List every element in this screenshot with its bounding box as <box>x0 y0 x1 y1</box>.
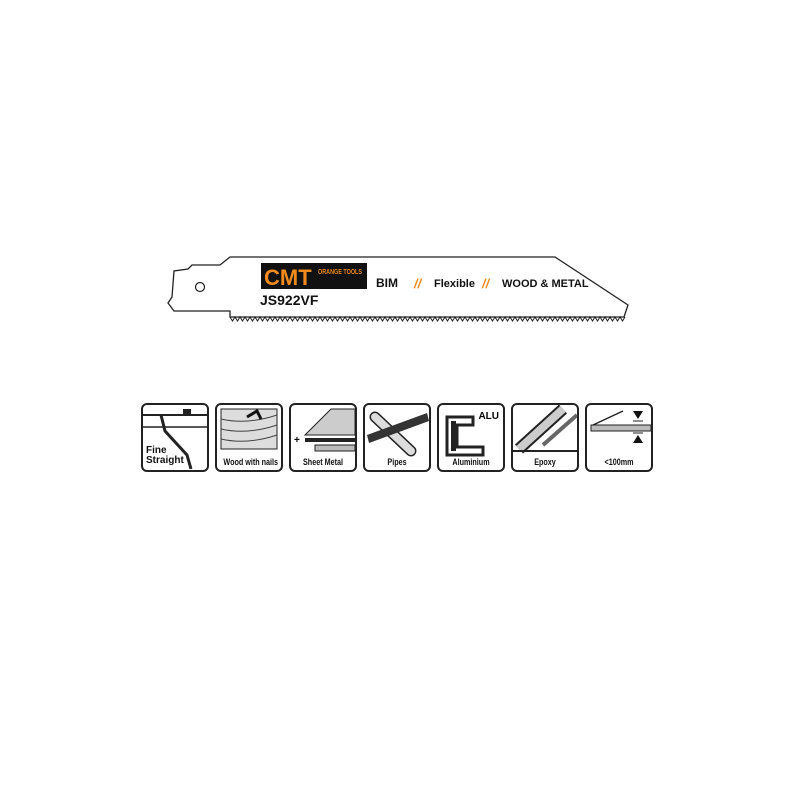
wood-with-nails-icon: Wood with nails <box>215 403 283 472</box>
brand-logo: CMT <box>264 265 312 290</box>
brand-sub-logo: ORANGE TOOLS <box>318 267 362 276</box>
alu-tag: ALU <box>478 411 499 422</box>
sheet-metal-icon: + Sheet Metal <box>289 403 357 472</box>
separator-2: // <box>481 276 491 291</box>
saw-blade: CMT ORANGE TOOLS JS922VF BIM // Flexible… <box>167 256 629 322</box>
feature-label: Flexible <box>434 278 475 290</box>
blade-teeth <box>229 316 626 322</box>
icon-label: Fine <box>146 445 167 456</box>
mounting-hole <box>194 281 206 293</box>
icon-label: Wood with nails <box>223 457 279 467</box>
pipes-icon: Pipes <box>363 403 431 472</box>
aluminium-icon: ALU Aluminium <box>437 403 505 472</box>
product-code: JS922VF <box>260 292 319 308</box>
logo-box <box>261 263 367 289</box>
material-label: BIM <box>376 276 398 290</box>
icon-label: <100mm <box>604 457 634 467</box>
separator-1: // <box>413 276 423 291</box>
icon-label: Straight <box>146 455 184 466</box>
icon-label: Pipes <box>387 457 407 467</box>
application-label: WOOD & METAL <box>502 278 589 290</box>
icon-label: Aluminium <box>452 457 490 467</box>
epoxy-icon: Epoxy <box>511 403 579 472</box>
tooth-edge <box>229 316 626 322</box>
svg-text:+: + <box>294 435 300 446</box>
icon-label: Sheet Metal <box>302 457 343 467</box>
icon-label: Epoxy <box>534 457 556 467</box>
thickness-icon: <100mm <box>585 403 653 472</box>
